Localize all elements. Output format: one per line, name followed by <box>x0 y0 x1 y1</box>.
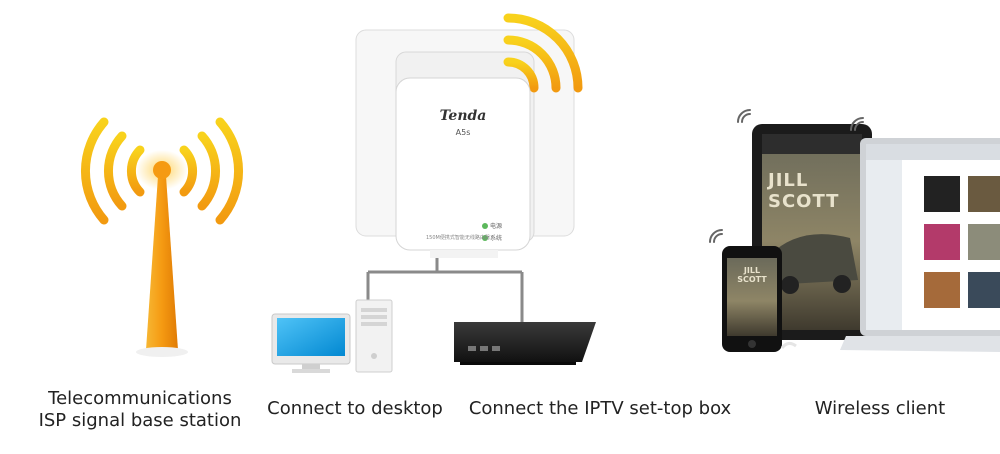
router-assembly <box>355 13 583 258</box>
ethernet-cables <box>366 258 524 322</box>
led-system-indicator <box>482 235 488 241</box>
router-brand-logo: Tenda <box>439 108 487 124</box>
tablet-album-artist: JILL SCOTT <box>768 170 840 212</box>
router-signal-waves <box>503 13 583 93</box>
desktop-monitor-screen <box>277 318 345 356</box>
base-station <box>81 117 243 357</box>
caption-isp-line2: ISP signal base station <box>38 410 242 431</box>
album-thumbnail <box>968 176 1000 212</box>
album-thumbnail <box>924 272 960 308</box>
router-body <box>395 77 531 251</box>
album-thumbnail <box>968 224 1000 260</box>
antenna-tip <box>153 161 171 179</box>
album-thumbnail <box>924 176 960 212</box>
wifi-icon <box>709 229 723 243</box>
antenna-mast <box>146 176 178 350</box>
caption-isp-base-station: Telecommunications ISP signal base stati… <box>20 388 260 432</box>
iptv-set-top-box <box>454 322 596 365</box>
desktop-computer <box>271 299 393 373</box>
led-power-indicator <box>482 223 488 229</box>
caption-isp-line1: Telecommunications <box>48 388 232 409</box>
led-power-label: 电源 <box>490 223 503 230</box>
base-station-signal-waves <box>81 117 243 225</box>
wifi-icon <box>737 109 751 123</box>
router-footer-text: 150M便携式智能无线路由器 <box>426 235 490 241</box>
wireless-clients <box>709 109 1000 352</box>
router-model-label: A5s <box>455 128 471 137</box>
album-thumbnail <box>968 272 1000 308</box>
led-system-label: 系统 <box>490 235 503 242</box>
caption-wireless-client: Wireless client <box>814 398 946 419</box>
caption-desktop: Connect to desktop <box>267 398 443 419</box>
album-thumbnail <box>924 224 960 260</box>
wifi-icon <box>850 117 864 131</box>
smartphone-album-art <box>727 258 777 336</box>
phone-album-artist: JILL SCOTT <box>737 266 767 284</box>
caption-iptv: Connect the IPTV set-top box <box>468 398 732 419</box>
